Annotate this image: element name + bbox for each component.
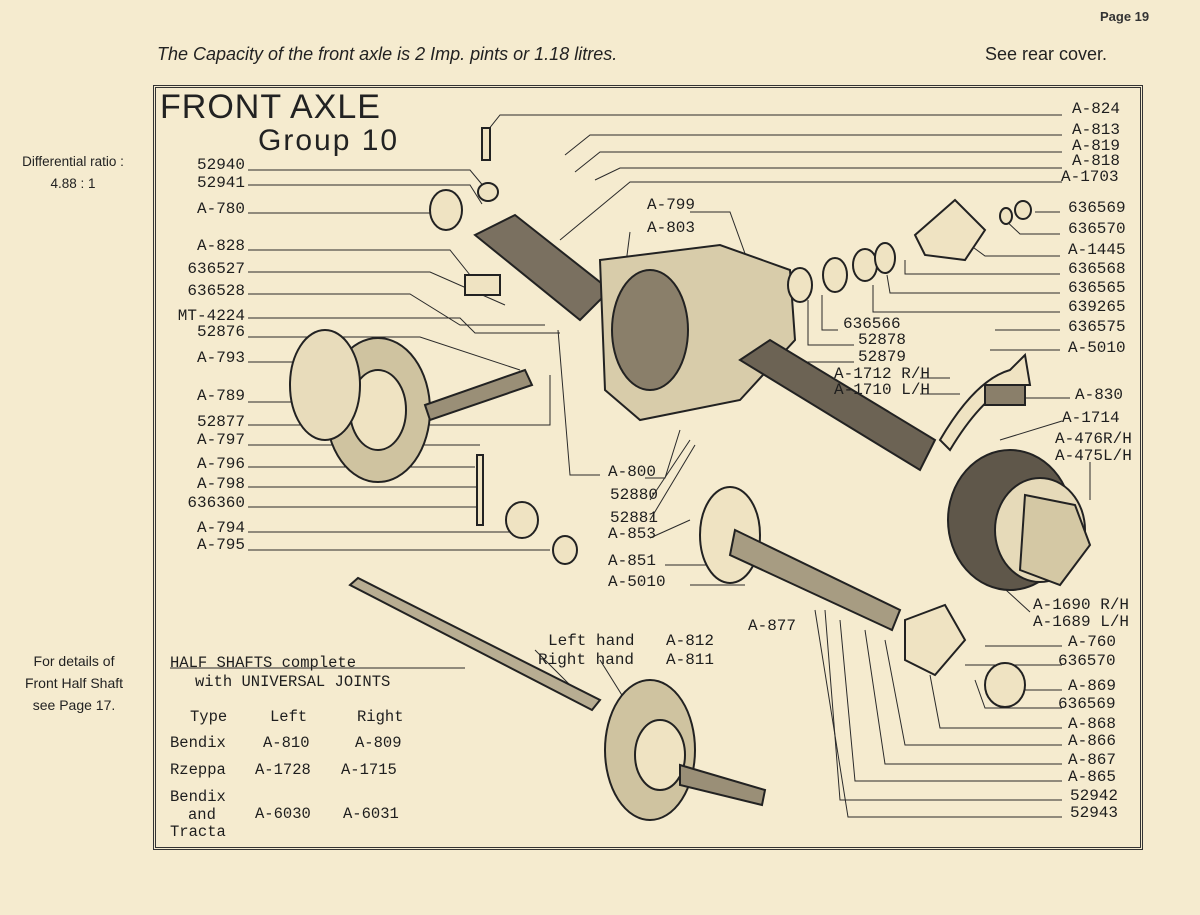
part-label: 52877 xyxy=(196,413,245,431)
see-rear-cover-note: See rear cover. xyxy=(985,44,1108,64)
part-label: A-5010 xyxy=(1068,339,1126,357)
part-label: 52942 xyxy=(1070,787,1119,805)
part-label: 52941 xyxy=(196,174,245,192)
row-type: Tracta xyxy=(170,823,226,841)
right-hand-label: Right hand xyxy=(538,651,635,669)
differential-ratio-note: Differential ratio : 4.88 : 1 xyxy=(3,151,143,195)
note-line: see Page 17. xyxy=(32,697,116,713)
part-label: A-794 xyxy=(196,519,245,537)
part-label: A-1690 R/H xyxy=(1033,596,1130,614)
part-label: A-868 xyxy=(1068,715,1117,733)
part-label: A-818 xyxy=(1072,152,1121,170)
part-label: 636569 xyxy=(1058,695,1116,713)
part-label: A-1710 L/H xyxy=(834,381,931,399)
axle-parts xyxy=(289,127,1092,821)
part-label: 52879 xyxy=(858,348,907,366)
part-label: 636565 xyxy=(1068,279,1126,297)
part-label: A-796 xyxy=(196,455,245,473)
part-label: A-824 xyxy=(1072,100,1121,118)
half-shafts-subtitle: with UNIVERSAL JOINTS xyxy=(195,673,391,691)
part-label: A-851 xyxy=(608,552,657,570)
part-label: A-1445 xyxy=(1068,241,1126,259)
part-label: A-475L/H xyxy=(1055,447,1132,465)
right-hand-part: A-811 xyxy=(666,651,715,669)
part-label: 636569 xyxy=(1068,199,1126,217)
part-label: 636568 xyxy=(1068,260,1126,278)
part-label: A-828 xyxy=(196,237,245,255)
differential-ratio-value: 4.88 : 1 xyxy=(50,176,96,191)
part-label: A-793 xyxy=(196,349,245,367)
part-label: A-813 xyxy=(1072,121,1121,139)
diagram-title: FRONT AXLE xyxy=(160,88,381,126)
part-label: 636575 xyxy=(1068,318,1126,336)
row-type: Bendix xyxy=(170,788,226,806)
part-label: A-1712 R/H xyxy=(834,365,931,383)
part-label: 636566 xyxy=(843,315,901,333)
part-label: MT-4224 xyxy=(177,307,245,325)
left-hand-label: Left hand xyxy=(548,632,635,650)
part-label: A-877 xyxy=(748,617,797,635)
part-label: A-803 xyxy=(647,219,696,237)
note-line: Front Half Shaft xyxy=(24,675,124,691)
part-label: 52878 xyxy=(858,331,907,349)
diagram-frame xyxy=(153,85,1143,850)
part-label: A-797 xyxy=(196,431,245,449)
part-label: A-789 xyxy=(196,387,245,405)
part-label: 639265 xyxy=(1068,298,1126,316)
note-line: For details of xyxy=(33,653,115,669)
row-type: Bendix xyxy=(170,734,226,752)
part-label: A-1714 xyxy=(1062,409,1120,427)
capacity-note: The Capacity of the front axle is 2 Imp.… xyxy=(157,44,618,64)
part-label: A-476R/H xyxy=(1055,430,1132,448)
part-label: A-780 xyxy=(196,200,245,218)
page-number: Page 19 xyxy=(1100,9,1150,24)
part-label: 52943 xyxy=(1070,804,1119,822)
part-label: A-853 xyxy=(608,525,657,543)
part-label: 52880 xyxy=(610,486,659,504)
part-label: A-830 xyxy=(1075,386,1124,404)
part-label: 52940 xyxy=(196,156,245,174)
row-right: A-6031 xyxy=(343,805,399,823)
differential-ratio-label: Differential ratio : xyxy=(22,154,124,169)
part-label: A-800 xyxy=(608,463,657,481)
header-type: Type xyxy=(190,708,228,726)
diagram-subtitle: Group 10 xyxy=(258,124,400,157)
part-label: 52876 xyxy=(196,323,245,341)
header-right: Right xyxy=(357,708,404,726)
row-type: Rzeppa xyxy=(170,761,226,779)
part-label: 52881 xyxy=(610,509,659,527)
part-label: 636570 xyxy=(1068,220,1126,238)
half-shaft-reference-note: For details of Front Half Shaft see Page… xyxy=(4,650,144,716)
part-label: A-1703 xyxy=(1061,168,1119,186)
part-label: A-1689 L/H xyxy=(1033,613,1130,631)
row-type: and xyxy=(188,806,216,824)
part-label: 636570 xyxy=(1058,652,1116,670)
part-label: 636527 xyxy=(187,260,245,278)
header-left: Left xyxy=(270,708,308,726)
part-label: A-866 xyxy=(1068,732,1117,750)
part-label: 636360 xyxy=(187,494,245,512)
part-label: A-799 xyxy=(647,196,696,214)
part-label: A-819 xyxy=(1072,137,1121,155)
part-label: A-865 xyxy=(1068,768,1117,786)
part-label: A-867 xyxy=(1068,751,1117,769)
part-label: 636528 xyxy=(187,282,245,300)
row-left: A-6030 xyxy=(255,805,311,823)
part-label: A-760 xyxy=(1068,633,1117,651)
row-left: A-810 xyxy=(263,734,310,752)
left-hand-part: A-812 xyxy=(666,632,715,650)
row-left: A-1728 xyxy=(255,761,311,779)
part-label: A-795 xyxy=(196,536,245,554)
part-label: A-798 xyxy=(196,475,245,493)
row-right: A-1715 xyxy=(341,761,397,779)
half-shafts-title: HALF SHAFTS complete xyxy=(170,654,357,672)
row-right: A-809 xyxy=(355,734,402,752)
part-label: A-5010 xyxy=(608,573,666,591)
part-label: A-869 xyxy=(1068,677,1117,695)
